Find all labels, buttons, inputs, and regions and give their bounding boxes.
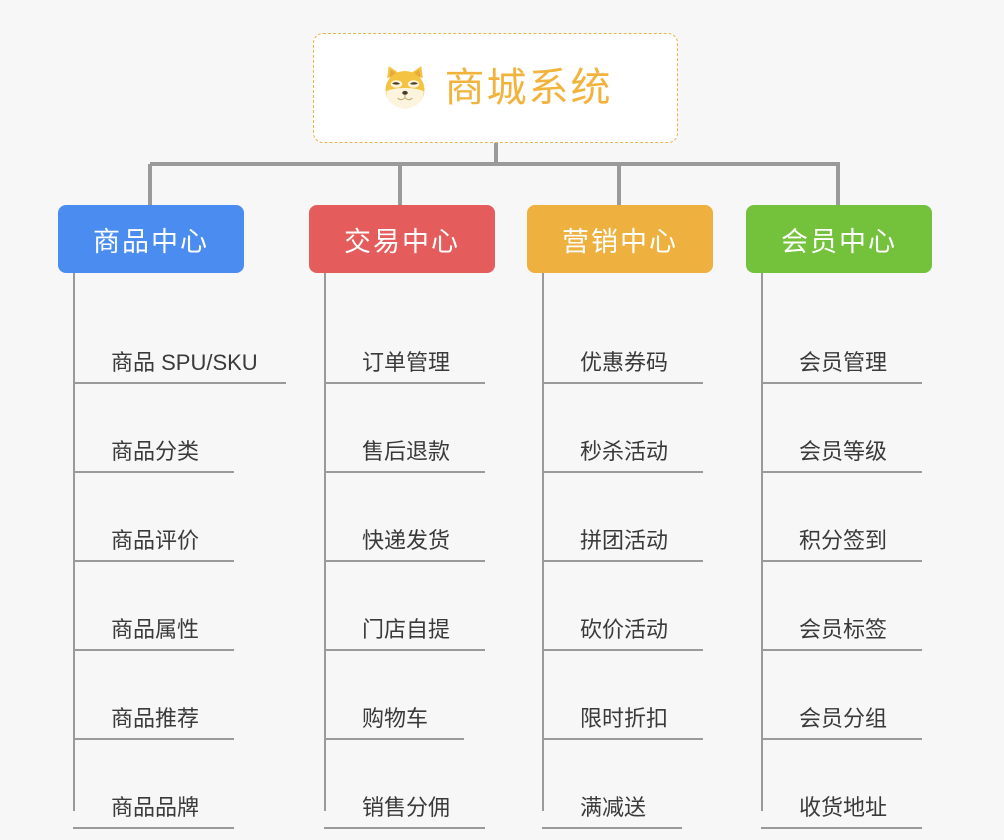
leaf-rule xyxy=(324,382,485,384)
leaf-rule xyxy=(324,827,485,829)
leaf-item[interactable]: 商品属性 xyxy=(73,562,244,651)
leaf-label: 快递发货 xyxy=(362,527,451,553)
leaf-rule xyxy=(761,560,922,562)
leaf-item[interactable]: 限时折扣 xyxy=(542,651,713,740)
leaf-label: 商品推荐 xyxy=(111,705,200,731)
leaf-item[interactable]: 会员管理 xyxy=(761,295,932,384)
leaf-label: 满减送 xyxy=(580,794,647,820)
branch-trunk xyxy=(324,273,326,811)
leaf-label: 购物车 xyxy=(362,705,429,731)
branch-header-2[interactable]: 交易中心 xyxy=(309,205,495,273)
root-node[interactable]: 商城系统 xyxy=(313,33,678,143)
branch-trunk xyxy=(73,273,75,811)
leaf-item[interactable]: 会员分组 xyxy=(761,651,932,740)
branch-items-1: 商品 SPU/SKU 商品分类 商品评价 商品属性 商品推荐 商品品牌 xyxy=(73,273,286,829)
leaf-label: 收货地址 xyxy=(799,794,888,820)
leaf-label: 限时折扣 xyxy=(580,705,669,731)
branch-column-1: 商品中心 商品 SPU/SKU 商品分类 商品评价 商品属性 商品推荐 xyxy=(58,205,286,829)
leaf-item[interactable]: 满减送 xyxy=(542,740,713,829)
root-title: 商城系统 xyxy=(444,66,613,110)
leaf-rule xyxy=(542,827,682,829)
leaf-rule xyxy=(761,827,922,829)
leaf-rule xyxy=(542,471,703,473)
leaf-label: 商品 SPU/SKU xyxy=(111,349,258,375)
leaf-item[interactable]: 销售分佣 xyxy=(324,740,495,829)
branch-header-4[interactable]: 会员中心 xyxy=(746,205,932,273)
leaf-rule xyxy=(542,649,703,651)
leaf-item[interactable]: 优惠券码 xyxy=(542,295,713,384)
branch-header-label: 商品中心 xyxy=(93,226,209,257)
branch-trunk xyxy=(761,273,763,811)
leaf-label: 售后退款 xyxy=(362,438,451,464)
shiba-dog-icon xyxy=(385,66,424,109)
leaf-label: 积分签到 xyxy=(799,527,888,553)
leaf-rule xyxy=(324,560,485,562)
leaf-item[interactable]: 会员等级 xyxy=(761,384,932,473)
leaf-item[interactable]: 商品推荐 xyxy=(73,651,244,740)
branch-trunk xyxy=(542,273,544,811)
leaf-label: 优惠券码 xyxy=(580,349,669,375)
leaf-item[interactable]: 积分签到 xyxy=(761,473,932,562)
branch-header-1[interactable]: 商品中心 xyxy=(58,205,244,273)
leaf-label: 会员等级 xyxy=(799,438,888,464)
branch-items-3: 优惠券码 秒杀活动 拼团活动 砍价活动 限时折扣 满减送 xyxy=(542,273,713,829)
leaf-item[interactable]: 收货地址 xyxy=(761,740,932,829)
leaf-label: 会员分组 xyxy=(799,705,888,731)
leaf-rule xyxy=(542,382,703,384)
leaf-item[interactable]: 商品评价 xyxy=(73,473,244,562)
leaf-rule xyxy=(324,649,485,651)
branch-header-3[interactable]: 营销中心 xyxy=(527,205,713,273)
leaf-rule xyxy=(324,471,485,473)
leaf-rule xyxy=(761,649,922,651)
leaf-item[interactable]: 门店自提 xyxy=(324,562,495,651)
leaf-label: 会员标签 xyxy=(799,616,888,642)
leaf-rule xyxy=(542,738,703,740)
leaf-rule xyxy=(73,649,234,651)
leaf-label: 商品品牌 xyxy=(111,794,200,820)
leaf-label: 会员管理 xyxy=(799,349,888,375)
branch-items-2: 订单管理 售后退款 快递发货 门店自提 购物车 销售分佣 xyxy=(324,273,495,829)
branch-header-label: 会员中心 xyxy=(781,226,897,257)
leaf-label: 商品分类 xyxy=(111,438,200,464)
leaf-item[interactable]: 快递发货 xyxy=(324,473,495,562)
leaf-rule xyxy=(73,382,286,384)
leaf-rule xyxy=(73,738,234,740)
branch-column-4: 会员中心 会员管理 会员等级 积分签到 会员标签 会员分组 xyxy=(746,205,932,829)
leaf-label: 拼团活动 xyxy=(580,527,669,553)
branch-header-label: 交易中心 xyxy=(344,226,460,257)
leaf-label: 秒杀活动 xyxy=(580,438,669,464)
leaf-rule xyxy=(542,560,703,562)
leaf-item[interactable]: 商品品牌 xyxy=(73,740,244,829)
leaf-label: 销售分佣 xyxy=(362,794,451,820)
leaf-label: 商品评价 xyxy=(111,527,200,553)
branch-header-label: 营销中心 xyxy=(562,226,678,257)
branch-items-4: 会员管理 会员等级 积分签到 会员标签 会员分组 收货地址 xyxy=(761,273,932,829)
leaf-item[interactable]: 购物车 xyxy=(324,651,495,740)
leaf-rule xyxy=(761,382,922,384)
leaf-label: 砍价活动 xyxy=(580,616,669,642)
leaf-label: 订单管理 xyxy=(362,349,451,375)
leaf-item[interactable]: 秒杀活动 xyxy=(542,384,713,473)
leaf-item[interactable]: 商品 SPU/SKU xyxy=(73,295,286,384)
leaf-rule xyxy=(73,471,234,473)
leaf-item[interactable]: 商品分类 xyxy=(73,384,244,473)
leaf-item[interactable]: 售后退款 xyxy=(324,384,495,473)
leaf-rule xyxy=(324,738,464,740)
branch-column-2: 交易中心 订单管理 售后退款 快递发货 门店自提 购物车 xyxy=(309,205,495,829)
leaf-rule xyxy=(73,560,234,562)
leaf-item[interactable]: 拼团活动 xyxy=(542,473,713,562)
leaf-rule xyxy=(761,471,922,473)
leaf-item[interactable]: 订单管理 xyxy=(324,295,495,384)
leaf-item[interactable]: 砍价活动 xyxy=(542,562,713,651)
leaf-label: 商品属性 xyxy=(111,616,200,642)
leaf-rule xyxy=(761,738,922,740)
leaf-label: 门店自提 xyxy=(362,616,451,642)
branch-column-3: 营销中心 优惠券码 秒杀活动 拼团活动 砍价活动 限时折扣 xyxy=(527,205,713,829)
leaf-rule xyxy=(73,827,234,829)
leaf-item[interactable]: 会员标签 xyxy=(761,562,932,651)
